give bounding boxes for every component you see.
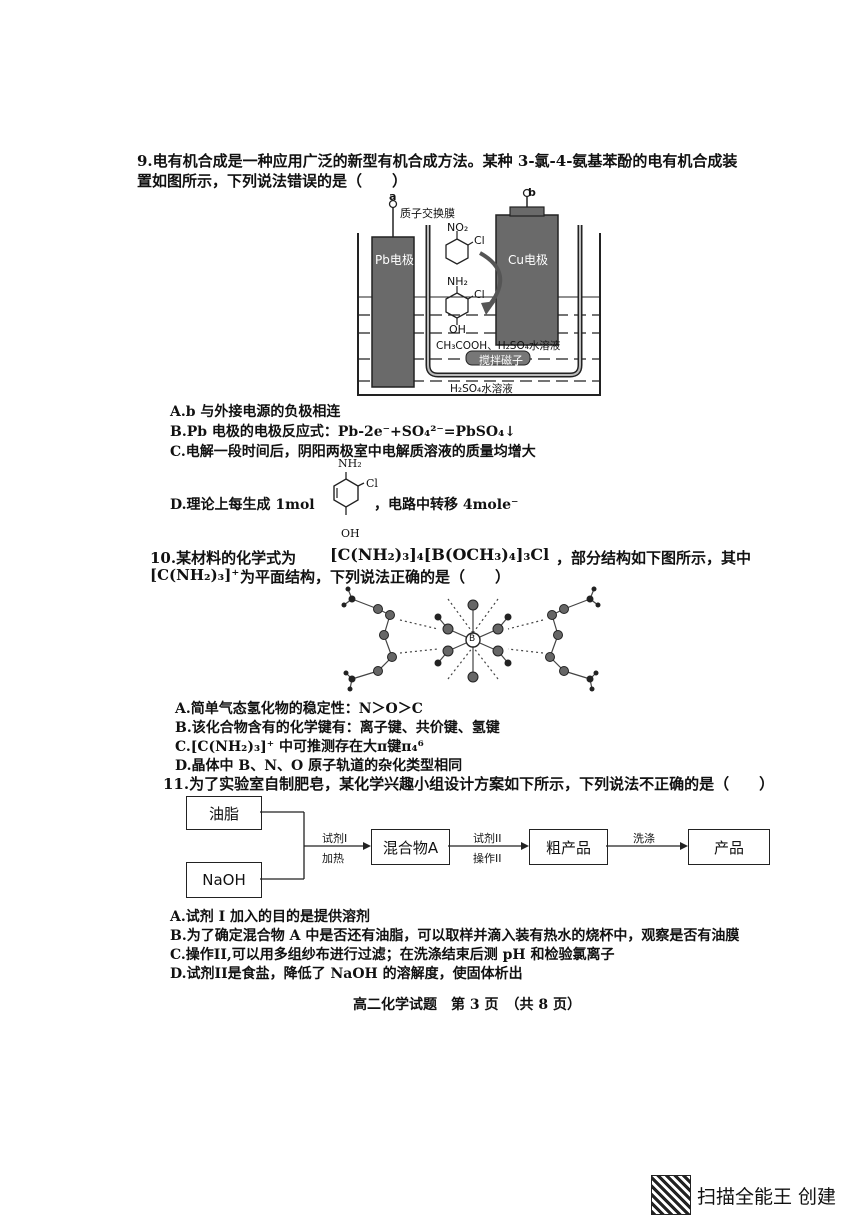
qr-code-icon bbox=[651, 1175, 691, 1215]
flow-crude-text: 粗产品 bbox=[545, 838, 591, 857]
q9-stem-line1: 9.电有机合成是一种应用广泛的新型有机合成方法。某种 3-氯-4-氨基苯酚的电有… bbox=[137, 152, 738, 170]
membrane-label: 质子交换膜 bbox=[400, 207, 455, 220]
q10-stem-post: ，部分结构如下图所示，其中 bbox=[556, 549, 752, 567]
cu-electrode bbox=[495, 214, 559, 346]
q10-stem-line2: 为平面结构，下列说法正确的是（ ） bbox=[240, 568, 511, 586]
q10-stem-pre: 10.某材料的化学式为 bbox=[150, 549, 297, 567]
page-footer: 高二化学试题 第 3 页 （共 8 页） bbox=[353, 997, 581, 1013]
d-cl-label: Cl bbox=[366, 477, 378, 490]
terminal-a-label: a bbox=[389, 190, 397, 203]
flow-product-text: 产品 bbox=[713, 838, 744, 857]
cu-electrode-label: Cu电极 bbox=[508, 253, 548, 267]
q10-stem-formula2: [C(NH₂)₃]⁺ bbox=[150, 566, 240, 584]
cl-label-1: Cl bbox=[474, 234, 485, 247]
flow-box-mixture-a: 混合物A bbox=[371, 829, 450, 865]
q11-option-d: D.试剂II是食盐，降低了 NaOH 的溶解度，使固体析出 bbox=[170, 966, 523, 982]
q10-option-a: A.简单气态氢化物的稳定性：N＞O＞C bbox=[175, 701, 423, 717]
pb-electrode bbox=[371, 236, 415, 388]
aminochlorophenol-structure bbox=[333, 472, 365, 515]
electrolysis-cell-figure bbox=[357, 188, 601, 396]
oh-label: OH bbox=[449, 323, 466, 336]
q9-option-a: A.b 与外接电源的负极相连 bbox=[170, 404, 341, 420]
flow-heat: 加热 bbox=[322, 852, 344, 865]
flow-oil-text: 油脂 bbox=[208, 804, 239, 823]
crystal-structure-figure bbox=[341, 586, 601, 692]
flow-op2: 操作II bbox=[473, 852, 502, 865]
boron-center-label: B bbox=[469, 634, 476, 644]
q11-stem: 11.为了实验室自制肥皂，某化学兴趣小组设计方案如下所示，下列说法不正确的是（ … bbox=[163, 775, 775, 793]
flow-box-naoh: NaOH bbox=[186, 862, 262, 898]
no2-label: NO₂ bbox=[447, 221, 469, 234]
flow-box-oil: 油脂 bbox=[186, 796, 262, 830]
q9-stem-line2: 置如图所示，下列说法错误的是（ ） bbox=[137, 172, 408, 190]
flow-mix-text: 混合物A bbox=[382, 838, 439, 857]
watermark-text: 扫描全能王 创建 bbox=[697, 1186, 837, 1208]
terminal-b-label: b bbox=[528, 186, 536, 199]
stirrer-label: 搅拌磁子 bbox=[479, 354, 523, 367]
q9-option-d-post: ，电路中转移 4mole⁻ bbox=[374, 497, 519, 513]
catholyte-label: CH₃COOH、H₂SO₄水溶液 bbox=[436, 340, 561, 352]
q11-option-c: C.操作II,可以用多组纱布进行过滤；在洗涤结束后测 pH 和检验氯离子 bbox=[170, 947, 615, 963]
q10-formula: [C(NH₂)₃]₄[B(OCH₃)₄]₃Cl bbox=[330, 545, 550, 564]
flow-box-product: 产品 bbox=[688, 829, 770, 865]
q10-option-b: B.该化合物含有的化学键有：离子键、共价键、氢键 bbox=[175, 720, 500, 736]
cl-label-2: Cl bbox=[474, 288, 485, 301]
q10-option-c: C.[C(NH₂)₃]⁺ 中可推测存在大π键π₄⁶ bbox=[175, 739, 424, 755]
nh2-label: NH₂ bbox=[447, 275, 468, 288]
flow-reagent2: 试剂II bbox=[473, 832, 502, 845]
q11-option-b: B.为了确定混合物 A 中是否还有油脂，可以取样并滴入装有热水的烧杯中，观察是否… bbox=[170, 928, 740, 944]
q11-option-a: A.试剂 I 加入的目的是提供溶剂 bbox=[170, 909, 371, 925]
flow-box-crude: 粗产品 bbox=[529, 829, 608, 865]
d-nh2-label: NH₂ bbox=[338, 457, 362, 470]
d-oh-label: OH bbox=[341, 527, 360, 540]
anolyte-label: H₂SO₄水溶液 bbox=[450, 383, 513, 395]
q9-option-d-pre: D.理论上每生成 1mol bbox=[170, 497, 315, 513]
pb-electrode-label: Pb电极 bbox=[375, 253, 414, 267]
flow-wash: 洗涤 bbox=[633, 832, 655, 845]
flow-naoh-text: NaOH bbox=[202, 871, 246, 889]
q9-option-b: B.Pb 电极的电极反应式：Pb-2e⁻+SO₄²⁻=PbSO₄↓ bbox=[170, 424, 516, 440]
q10-option-d: D.晶体中 B、N、O 原子轨道的杂化类型相同 bbox=[175, 758, 463, 774]
q9-option-c: C.电解一段时间后，阴阳两极室中电解质溶液的质量均增大 bbox=[170, 444, 536, 460]
flow-reagent1: 试剂I bbox=[322, 832, 348, 845]
